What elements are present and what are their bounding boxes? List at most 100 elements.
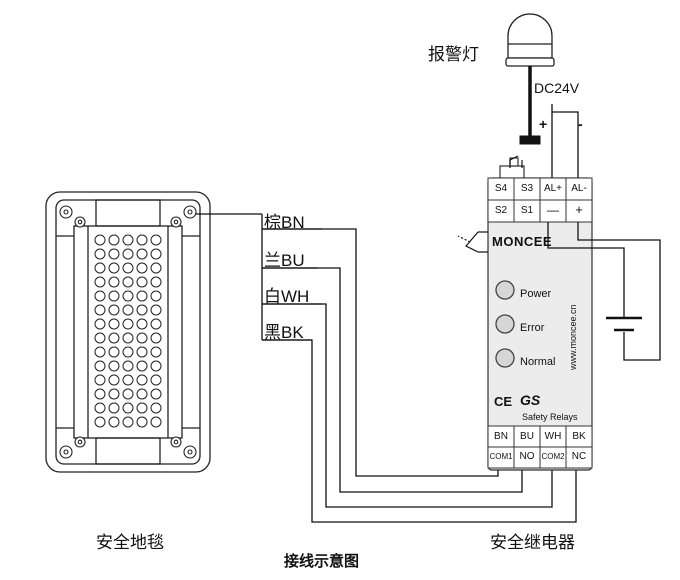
- mat-sensor-dot: [108, 388, 120, 400]
- mat-sensor-dot: [150, 234, 162, 246]
- mat-sensor-dot: [150, 402, 162, 414]
- terminal-bn: BN: [494, 431, 508, 442]
- led-label-power: Power: [520, 288, 552, 300]
- terminal-s3: S3: [520, 183, 534, 194]
- terminal-dc-plus: +: [575, 202, 583, 217]
- mat-sensor-dot: [108, 318, 120, 330]
- mat-sensor-dot: [122, 304, 134, 316]
- mat-corner-fittings: [59, 205, 197, 459]
- mat-sensor-dot: [122, 248, 134, 260]
- lamp-minus-label: -: [578, 116, 583, 132]
- mat-sensor-dot: [136, 234, 148, 246]
- mat-sensor-dot: [94, 346, 106, 358]
- mat-sensor-dot: [122, 276, 134, 288]
- relay-bottom-terminal-block: [487, 425, 593, 469]
- mat-sensor-dot: [150, 262, 162, 274]
- mat-sensor-dot: [94, 318, 106, 330]
- mat-sensor-dot: [122, 360, 134, 372]
- mat-sensor-dot: [94, 416, 106, 428]
- mat-sensor-dot: [122, 262, 134, 274]
- mat-sensor-dot: [136, 304, 148, 316]
- mat-sensor-dot: [136, 318, 148, 330]
- mat-sensor-dot: [94, 304, 106, 316]
- mat-sensor-dot: [108, 402, 120, 414]
- mat-sensor-dot: [122, 318, 134, 330]
- relay-leds: [495, 280, 515, 368]
- terminal-s1: S1: [520, 205, 534, 216]
- mat-sensor-dot: [136, 360, 148, 372]
- mat-sensor-dot: [108, 332, 120, 344]
- terminal-wh: WH: [544, 431, 562, 442]
- mat-sensor-dot: [136, 346, 148, 358]
- terminal-com1: COM1: [489, 452, 513, 461]
- mat-sensor-dot: [94, 248, 106, 260]
- mat-sensor-dot: [150, 304, 162, 316]
- mat-sensor-dot: [122, 290, 134, 302]
- mat-sensor-dot: [94, 276, 106, 288]
- terminal-s2: S2: [494, 205, 508, 216]
- alarm-lamp: [505, 13, 555, 67]
- mat-sensor-dot: [122, 346, 134, 358]
- led-label-error: Error: [520, 322, 545, 334]
- wire-label-black: 黑BK: [264, 323, 304, 342]
- mat-sensor-dot: [150, 346, 162, 358]
- dc-voltage-label: DC24V: [534, 80, 580, 96]
- battery-wiring: [547, 222, 661, 361]
- terminal-al-minus: AL-: [571, 183, 587, 194]
- mat-sensor-dot: [108, 248, 120, 260]
- relay-brand: MONCEE: [492, 234, 553, 249]
- reset-contact: [457, 231, 488, 253]
- mat-sensor-dot: [108, 416, 120, 428]
- mat-sensor-dot: [136, 248, 148, 260]
- mat-sensor-dot: [108, 360, 120, 372]
- mat-sensor-dot: [94, 234, 106, 246]
- mat-sensor-dot: [122, 416, 134, 428]
- lamp-switch-symbol: [509, 155, 523, 168]
- relay-product-name: Safety Relays: [522, 412, 578, 422]
- terminal-nc: NC: [571, 451, 587, 462]
- mat-sensor-dot: [94, 262, 106, 274]
- lamp-plus-label: +: [539, 116, 548, 132]
- terminal-dc-minus: —: [547, 203, 559, 217]
- mat-sensor-dot: [94, 332, 106, 344]
- mat-sensor-dot: [122, 234, 134, 246]
- mat-sensor-dot: [108, 234, 120, 246]
- mat-sensor-dot: [94, 360, 106, 372]
- mat-sensor-dot: [108, 262, 120, 274]
- mat-sensor-dot: [150, 248, 162, 260]
- ce-mark: CE: [494, 394, 513, 409]
- mat-sensor-dot: [108, 290, 120, 302]
- safety-mat: [45, 191, 211, 473]
- safety-mat-label: 安全地毯: [96, 533, 164, 553]
- mat-sensor-dot: [108, 374, 120, 386]
- alarm-lamp-label: 报警灯: [428, 45, 479, 65]
- terminal-al-plus: AL+: [543, 183, 563, 194]
- led-label-normal: Normal: [520, 356, 556, 368]
- mat-sensor-dot: [150, 360, 162, 372]
- lamp-cable: [519, 66, 579, 178]
- mat-sensor-dot: [108, 304, 120, 316]
- mat-sensor-dot: [122, 332, 134, 344]
- mat-sensor-dot-grid: [94, 234, 162, 428]
- mat-sensor-dot: [136, 402, 148, 414]
- terminal-s4: S4: [494, 183, 508, 194]
- mat-sensor-dot: [136, 374, 148, 386]
- terminal-no: NO: [519, 451, 535, 462]
- wire-label-white: 白WH: [264, 287, 310, 306]
- mat-sensor-dot: [136, 262, 148, 274]
- mat-sensor-dot: [150, 388, 162, 400]
- terminal-bu: BU: [520, 431, 534, 442]
- mat-sensor-dot: [94, 388, 106, 400]
- mat-sensor-dot: [136, 276, 148, 288]
- mat-sensor-dot: [136, 416, 148, 428]
- signal-wires: [196, 213, 577, 523]
- mat-sensor-dot: [122, 402, 134, 414]
- wire-label-blue: 兰BU: [264, 251, 305, 270]
- mat-sensor-dot: [108, 276, 120, 288]
- diagram-caption: 接线示意图: [284, 552, 360, 570]
- mat-sensor-dot: [94, 290, 106, 302]
- mat-sensor-dot: [108, 346, 120, 358]
- terminal-bk: BK: [572, 431, 586, 442]
- mat-sensor-dot: [122, 388, 134, 400]
